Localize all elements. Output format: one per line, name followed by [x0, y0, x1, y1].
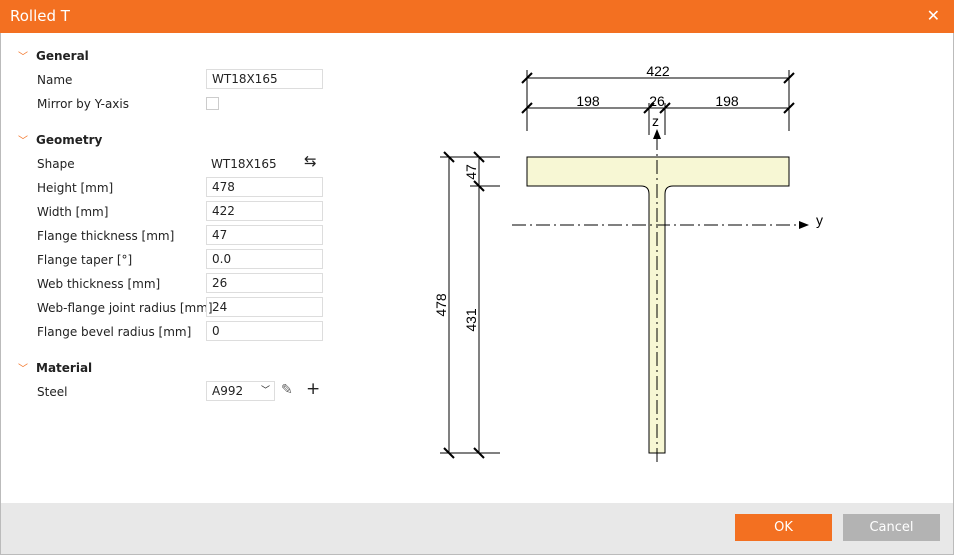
shape-value: WT18X165 — [211, 157, 277, 171]
name-input[interactable]: WT18X165 — [206, 69, 323, 89]
bevel-radius-label: Flange bevel radius [mm] — [37, 325, 192, 339]
dim-web-height: 431 — [463, 308, 479, 332]
title-bar: Rolled T ✕ — [0, 0, 954, 33]
section-title: Material — [36, 361, 93, 375]
width-input[interactable]: 422 — [206, 201, 323, 221]
flange-thickness-input[interactable]: 47 — [206, 225, 323, 245]
flange-thickness-label: Flange thickness [mm] — [37, 229, 175, 243]
width-label: Width [mm] — [37, 205, 109, 219]
ok-button[interactable]: OK — [735, 514, 832, 541]
t-section-shape — [526, 156, 790, 454]
swap-icon[interactable]: ⇆ — [304, 152, 317, 170]
flange-taper-label: Flange taper [°] — [37, 253, 133, 267]
bevel-radius-input[interactable]: 0 — [206, 321, 323, 341]
dim-left: 198 — [576, 93, 600, 109]
section-title: Geometry — [36, 133, 103, 147]
web-thickness-label: Web thickness [mm] — [37, 277, 161, 291]
web-thickness-input[interactable]: 26 — [206, 273, 323, 293]
section-title: General — [36, 49, 89, 63]
steel-label: Steel — [37, 385, 68, 399]
joint-radius-input[interactable]: 24 — [206, 297, 323, 317]
add-icon[interactable]: + — [306, 379, 321, 399]
mirror-label: Mirror by Y-axis — [37, 97, 129, 111]
dim-height: 478 — [433, 293, 449, 317]
dim-width: 422 — [646, 63, 670, 79]
steel-value: A992 — [212, 384, 244, 398]
cancel-button[interactable]: Cancel — [843, 514, 940, 541]
shape-label: Shape — [37, 157, 75, 171]
chevron-down-icon: ﹀ — [260, 386, 270, 396]
close-icon[interactable]: ✕ — [926, 6, 940, 25]
dialog-title: Rolled T — [10, 7, 70, 25]
edit-pencil-icon[interactable]: ✎ — [281, 382, 293, 398]
joint-radius-label: Web-flange joint radius [mm] — [37, 301, 213, 315]
section-geometry[interactable]: ﹀ Geometry — [18, 132, 102, 147]
dim-flange: 47 — [463, 164, 479, 180]
z-axis-label: z — [652, 113, 659, 129]
name-label: Name — [37, 73, 73, 87]
flange-taper-input[interactable]: 0.0 — [206, 249, 323, 269]
section-material[interactable]: ﹀ Material — [18, 360, 92, 375]
section-general[interactable]: ﹀ General — [18, 48, 89, 63]
y-axis-label: y — [816, 212, 823, 228]
chevron-down-icon: ﹀ — [18, 52, 28, 63]
mirror-checkbox[interactable] — [206, 97, 219, 110]
steel-select[interactable]: A992 ﹀ — [206, 381, 275, 401]
height-input[interactable]: 478 — [206, 177, 323, 197]
dim-web: 26 — [649, 93, 665, 109]
chevron-down-icon: ﹀ — [18, 136, 28, 147]
height-label: Height [mm] — [37, 181, 114, 195]
dim-right: 198 — [715, 93, 739, 109]
chevron-down-icon: ﹀ — [18, 364, 28, 375]
